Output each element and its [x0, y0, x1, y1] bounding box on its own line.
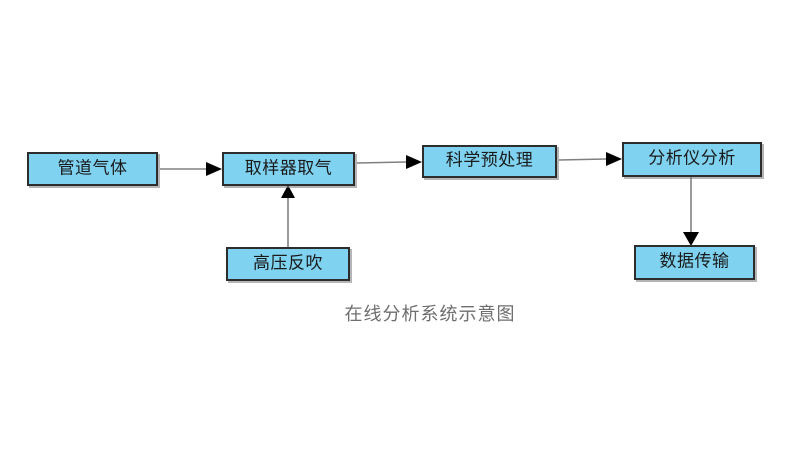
diagram-caption: 在线分析系统示意图	[0, 300, 800, 326]
node-data-transmission-label: 数据传输	[659, 251, 730, 272]
node-analyzer-label: 分析仪分析	[648, 148, 736, 169]
node-blowback-label: 高压反吹	[253, 253, 323, 273]
node-pretreatment[interactable]: 科学预处理	[422, 145, 557, 178]
diagram-caption-text: 在线分析系统示意图	[344, 304, 516, 325]
edge-sampler-to-pretreat	[356, 155, 422, 169]
node-pipeline-label: 管道气体	[57, 158, 128, 178]
node-sampler-label: 取样器取气	[244, 158, 333, 178]
node-analyzer[interactable]: 分析仪分析	[622, 142, 762, 177]
edge-blowback-to-sampler	[281, 185, 295, 247]
edge-analyzer-to-datatrans	[683, 177, 699, 246]
node-pipeline[interactable]: 管道气体	[27, 152, 158, 186]
node-pretreatment-label: 科学预处理	[445, 150, 534, 171]
edge-pipeline-to-sampler	[160, 162, 222, 176]
node-blowback[interactable]: 高压反吹	[226, 247, 350, 281]
edge-pretreat-to-analyzer	[558, 152, 622, 166]
node-data-transmission[interactable]: 数据传输	[634, 245, 755, 280]
node-sampler[interactable]: 取样器取气	[222, 152, 355, 186]
